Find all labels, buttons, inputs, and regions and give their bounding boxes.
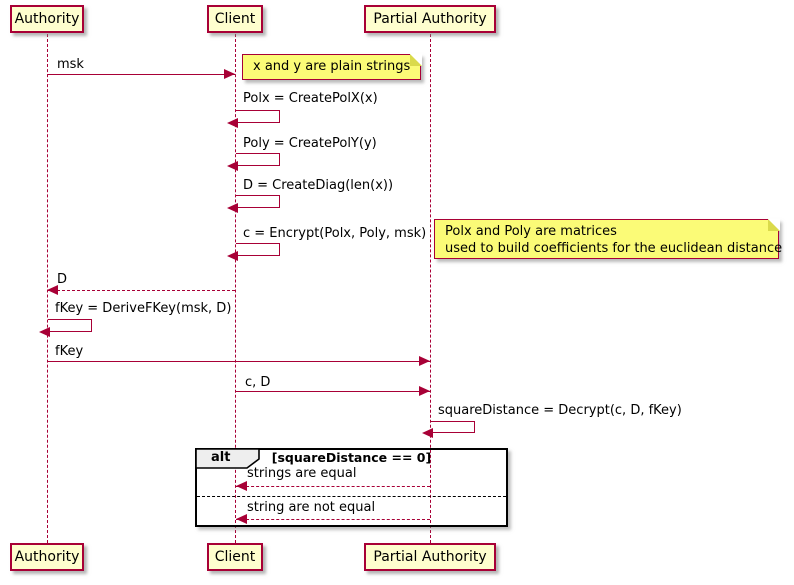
participant-authority-top: Authority [10, 5, 84, 33]
alt-fragment [195, 448, 508, 527]
arrowhead-left-icon [236, 514, 247, 524]
message-label-strings-equal: strings are equal [247, 466, 357, 481]
message-label-create-polx: Polx = CreatePolX(x) [243, 91, 378, 106]
message-arrow-msk [47, 74, 235, 75]
arrowhead-right-icon [419, 386, 430, 396]
arrowhead-left-icon [236, 481, 247, 491]
participant-authority-label: Authority [14, 549, 80, 565]
arrowhead-left-icon [227, 118, 238, 128]
arrowhead-right-icon [224, 69, 235, 79]
participant-authority-label: Authority [14, 11, 80, 27]
self-message-loop-derive-fkey [48, 319, 92, 332]
participant-client-label: Client [214, 11, 256, 27]
note-fold-icon [767, 218, 780, 231]
message-arrow-strings-equal [236, 486, 430, 487]
participant-partial-authority-label: Partial Authority [373, 11, 487, 27]
arrowhead-left-icon [47, 285, 58, 295]
message-arrow-d-return [47, 290, 235, 291]
message-label-d-return: D [57, 272, 68, 287]
message-label-strings-not-equal: string are not equal [247, 500, 376, 515]
participant-partial-authority-bottom: Partial Authority [364, 543, 496, 571]
self-message-loop-decrypt [431, 421, 475, 433]
message-label-encrypt: c = Encrypt(Polx, Poly, msk) [243, 226, 427, 241]
alt-guard-condition: [squareDistance == 0] [271, 450, 432, 465]
message-label-create-poly: Poly = CreatePolY(y) [243, 136, 377, 151]
message-arrow-c-d [235, 391, 430, 392]
alt-pentagon-icon [195, 448, 260, 469]
message-label-c-d: c, D [245, 375, 271, 390]
note-matrices-line2: used to build coefficients for the eucli… [445, 241, 783, 256]
arrowhead-left-icon [227, 161, 238, 171]
message-label-create-diag: D = CreateDiag(len(x)) [243, 178, 394, 193]
message-label-decrypt: squareDistance = Decrypt(c, D, fKey) [438, 403, 682, 418]
participant-partial-authority-top: Partial Authority [364, 5, 496, 33]
message-label-derive-fkey: fKey = DeriveFKey(msk, D) [55, 301, 232, 316]
participant-client-top: Client [207, 5, 263, 33]
note-matrices: Polx and Poly are matrices used to build… [434, 218, 783, 259]
arrowhead-left-icon [422, 428, 433, 438]
message-arrow-strings-not-equal [236, 519, 430, 520]
arrowhead-left-icon [227, 251, 238, 261]
lifeline-partial-authority [430, 34, 431, 543]
participant-client-bottom: Client [207, 543, 263, 571]
participant-partial-authority-label: Partial Authority [373, 549, 487, 565]
participant-client-label: Client [214, 549, 256, 565]
self-message-loop-polx [236, 110, 280, 123]
lifeline-client [235, 34, 236, 543]
message-label-msk: msk [57, 57, 84, 72]
alt-else-divider [197, 496, 506, 497]
note-plain-strings-text: x and y are plain strings [253, 59, 411, 74]
note-matrices-line1: Polx and Poly are matrices [445, 224, 617, 239]
arrowhead-left-icon [227, 203, 238, 213]
message-arrow-fkey [47, 361, 430, 362]
self-message-loop-diag [236, 195, 280, 208]
self-message-loop-encrypt [236, 243, 280, 256]
alt-operator-label: alt [211, 450, 231, 465]
note-fold-icon [409, 53, 422, 66]
arrowhead-right-icon [419, 356, 430, 366]
self-message-loop-poly [236, 153, 280, 166]
note-plain-strings: x and y are plain strings [242, 53, 422, 80]
participant-authority-bottom: Authority [10, 543, 84, 571]
arrowhead-left-icon [39, 327, 50, 337]
message-label-fkey: fKey [55, 344, 84, 359]
